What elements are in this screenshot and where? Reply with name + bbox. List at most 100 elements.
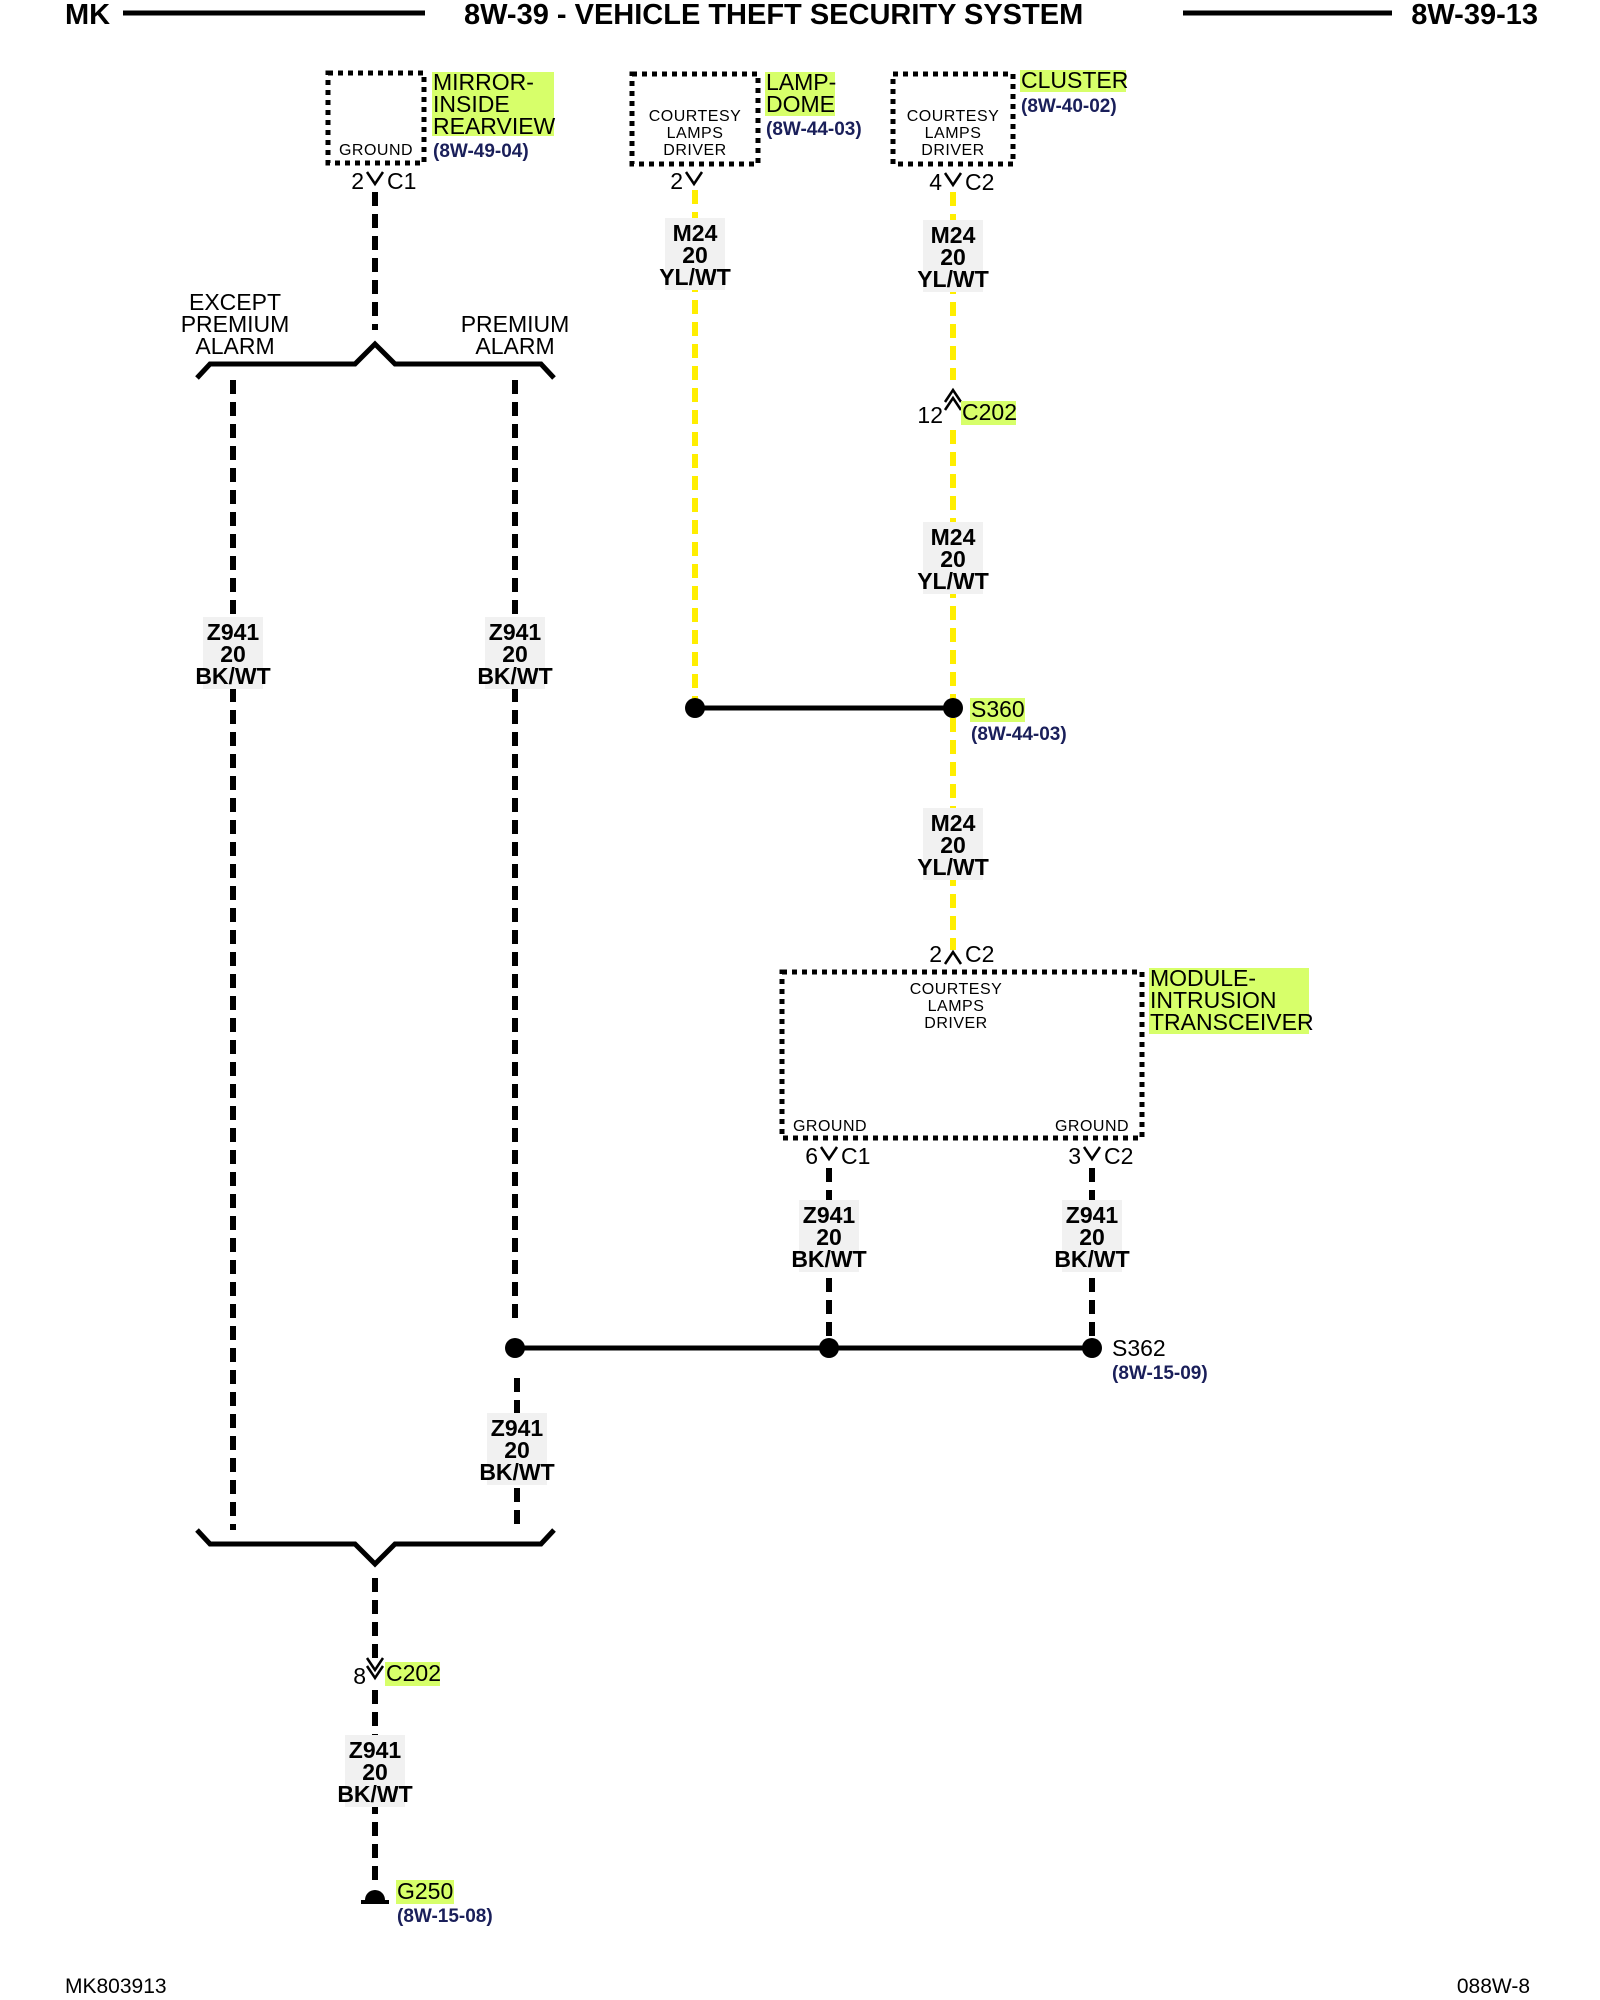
- lamp-dome-pin-chevron-icon: [684, 171, 704, 187]
- header-title: 8W-39 - VEHICLE THEFT SECURITY SYSTEM: [464, 0, 1083, 31]
- c202-cluster-highlight: [961, 401, 1016, 425]
- module-left-wire-label-2: 20: [816, 1224, 842, 1250]
- cluster-wire-label-1: M24: [931, 222, 976, 248]
- mirror-connector: C1: [387, 168, 416, 194]
- module-right-wire-label-2: 20: [1079, 1224, 1105, 1250]
- cluster-name-highlight: [1020, 70, 1126, 92]
- c202-cluster-pin: 12: [917, 402, 943, 428]
- s362-name: S362: [1112, 1335, 1166, 1361]
- s362-dot-middle: [819, 1338, 839, 1358]
- cluster-pin-label-2: LAMPS: [925, 125, 982, 142]
- s362-dot-left: [505, 1338, 525, 1358]
- s360-wire-label-2: 20: [940, 832, 966, 858]
- lamp-dome-name-highlight: [765, 72, 835, 116]
- c202-ground-pin: 8: [353, 1663, 366, 1689]
- s362-wire-label-3: BK/WT: [479, 1459, 554, 1485]
- except-alarm-3: ALARM: [195, 333, 274, 359]
- s362-ref: (8W-15-09): [1112, 1363, 1208, 1384]
- module-right-wire-label-1: Z941: [1066, 1202, 1119, 1228]
- mirror-name-1: MIRROR-: [433, 69, 534, 95]
- lamp-dome-ref: (8W-44-03): [766, 119, 862, 140]
- s360-wire-label-bg: [923, 808, 983, 880]
- mirror-pin-number: 2: [351, 168, 364, 194]
- c202-pin8-chevron-icon: [365, 1657, 385, 1673]
- header-left: MK: [65, 0, 110, 31]
- g250-highlight: [396, 1880, 454, 1904]
- mirror-component-box[interactable]: [325, 70, 427, 166]
- module-top-label-3: DRIVER: [924, 1015, 987, 1032]
- s360-ref: (8W-44-03): [971, 724, 1067, 745]
- except-wire-label-1: Z941: [207, 619, 260, 645]
- s360-dot-left: [685, 698, 705, 718]
- module-name-2: INTRUSION: [1150, 987, 1277, 1013]
- lamp-dome-pin-number: 2: [670, 168, 683, 194]
- premium-alarm-1: PREMIUM: [461, 311, 570, 337]
- except-alarm-2: PREMIUM: [181, 311, 290, 337]
- module-top-pin: 2: [929, 941, 942, 967]
- ground-symbol-icon: [365, 1890, 385, 1900]
- cluster-component-box[interactable]: [890, 71, 1016, 167]
- module-top-label-2: LAMPS: [928, 998, 985, 1015]
- c202-pin8-chevron2-icon: [365, 1665, 385, 1681]
- s360-wire-label-1: M24: [931, 810, 976, 836]
- cluster-pin-chevron-icon: [943, 172, 963, 188]
- module-name-highlight: [1149, 968, 1309, 1034]
- s360-name: S360: [971, 696, 1025, 722]
- module-component-box[interactable]: [779, 969, 1145, 1141]
- mirror-pin-label: GROUND: [339, 142, 413, 159]
- cluster-pin-label-1: COURTESY: [907, 108, 1000, 125]
- s362-wire-label-2: 20: [504, 1437, 530, 1463]
- c202-pin12-chevron2-icon: [943, 395, 963, 411]
- module-left-wire-label-3: BK/WT: [791, 1246, 866, 1272]
- g250-ref: (8W-15-08): [397, 1906, 493, 1927]
- cluster-lower-wire-label-2: 20: [940, 546, 966, 572]
- mirror-name-3: REARVIEW: [433, 113, 556, 139]
- dome-wire-label-3: YL/WT: [659, 264, 731, 290]
- footer-right: 088W-8: [1457, 1975, 1530, 1998]
- g250-name: G250: [397, 1878, 453, 1904]
- mirror-name-2: INSIDE: [433, 91, 510, 117]
- s362-wire-label-bg: [487, 1413, 547, 1485]
- cluster-connector: C2: [965, 169, 994, 195]
- premium-wire-label-1: Z941: [489, 619, 542, 645]
- c202-pin12-chevron-icon: [943, 387, 963, 403]
- cluster-name: CLUSTER: [1021, 67, 1128, 93]
- dome-wire-label-bg: [665, 218, 725, 290]
- header-page: 8W-39-13: [1411, 0, 1538, 31]
- module-top-chevron-icon: [943, 949, 963, 965]
- mirror-ref: (8W-49-04): [433, 141, 529, 162]
- premium-wire-label-bg: [485, 617, 545, 689]
- mirror-pin-chevron-icon: [365, 171, 385, 187]
- module-left-wire-label-bg: [799, 1200, 859, 1272]
- module-ground-left-connector: C1: [841, 1143, 870, 1169]
- s362-wire-label-1: Z941: [491, 1415, 544, 1441]
- cluster-pin-number: 4: [929, 169, 942, 195]
- footer-left: MK803913: [65, 1975, 167, 1998]
- lamp-dome-name-2: DOME: [766, 91, 835, 117]
- module-ground-left-pin: 6: [805, 1143, 818, 1169]
- module-ground-right-connector: C2: [1104, 1143, 1133, 1169]
- g250-wire-label-3: BK/WT: [337, 1781, 412, 1807]
- premium-wire-label-3: BK/WT: [477, 663, 552, 689]
- g250-wire-label-1: Z941: [349, 1737, 402, 1763]
- s360-dot-right[interactable]: [943, 698, 963, 718]
- cluster-lower-wire-label-1: M24: [931, 524, 976, 550]
- lamp-dome-pin-label-2: LAMPS: [667, 125, 724, 142]
- cluster-ref: (8W-40-02): [1021, 96, 1117, 117]
- s360-wire-label-3: YL/WT: [917, 854, 989, 880]
- c202-ground-name: C202: [386, 1660, 441, 1686]
- module-right-wire-label-3: BK/WT: [1054, 1246, 1129, 1272]
- module-top-connector: C2: [965, 941, 994, 967]
- cluster-wire-label-2: 20: [940, 244, 966, 270]
- lamp-dome-component-box[interactable]: [629, 71, 761, 167]
- c202-cluster-name: C202: [962, 399, 1017, 425]
- g250-wire-label-2: 20: [362, 1759, 388, 1785]
- module-ground-left-label: GROUND: [793, 1118, 867, 1135]
- module-ground-right-pin: 3: [1068, 1143, 1081, 1169]
- module-ground-right-label: GROUND: [1055, 1118, 1129, 1135]
- alarm-option-brace-top: [195, 340, 556, 380]
- module-ground-left-chevron-icon: [819, 1146, 839, 1162]
- except-alarm-1: EXCEPT: [189, 289, 281, 315]
- s362-dot-right[interactable]: [1082, 1338, 1102, 1358]
